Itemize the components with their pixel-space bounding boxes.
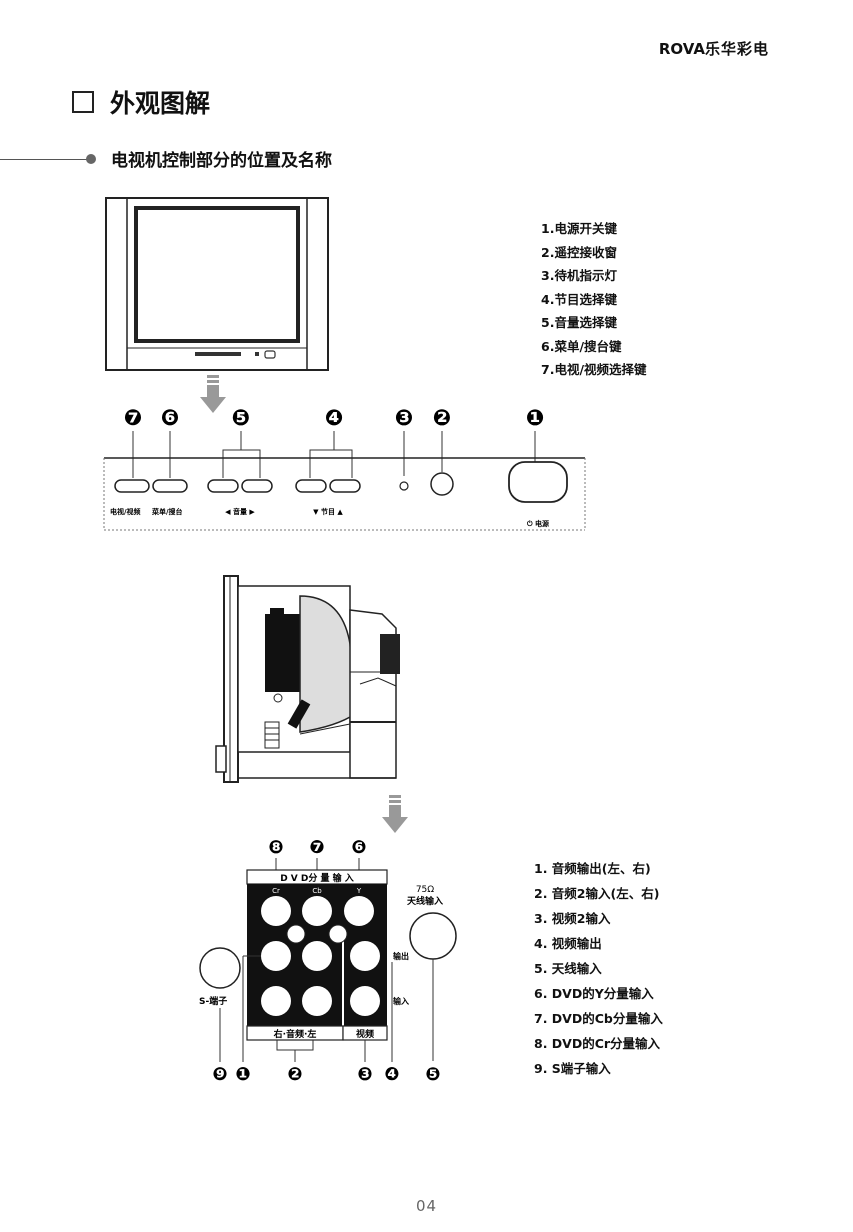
jack-cr: [261, 896, 291, 926]
antenna-label: 天线输入: [407, 895, 443, 907]
callout-4: ❹: [384, 1064, 399, 1085]
subtitle-rule: [0, 159, 90, 160]
legend-item: 7. DVD的Cb分量输入: [534, 1011, 663, 1026]
arrow-down-icon: [200, 375, 226, 413]
antenna-ohm: 75Ω: [416, 885, 434, 895]
legend-item: 4.节目选择键: [541, 291, 617, 307]
callout-6: ❻: [351, 837, 366, 858]
page-number: 04: [415, 1197, 438, 1215]
arrow-down-icon: [382, 795, 408, 833]
callout-1: ❶: [235, 1064, 250, 1085]
s-video-jack: [199, 947, 241, 989]
jack-video-in: [350, 986, 380, 1016]
callout-2: ❷: [287, 1064, 302, 1085]
legend-item: 9. S端子输入: [534, 1061, 611, 1076]
front-controls-legend: 1.电源开关键 2.遥控接收窗 3.待机指示灯 4.节目选择键 5.音量选择键 …: [541, 217, 647, 382]
callout-1: ❶: [526, 406, 545, 431]
jack-audio-out-left: [302, 941, 332, 971]
page-title: 外观图解: [72, 84, 210, 120]
brand-latin: ROVA: [658, 40, 705, 58]
callout-9: ❾: [212, 1064, 227, 1085]
rear-connectors-legend: 1. 音频输出(左、右) 2. 音频2输入(左、右) 3. 视频2输入 4. 视…: [534, 856, 663, 1081]
rear-connector-diagram: ❽ ❼ ❻ D V D分 量 输 入 Cr Cb Y 右·音频·左 视频 输出 …: [199, 837, 457, 1085]
legend-item: 5. 天线输入: [534, 961, 602, 976]
jack-audio-in-left: [302, 986, 332, 1016]
jack-audio-in-right: [261, 986, 291, 1016]
front-panel-diagram: ❼ ❻ ❺ ❹ ❸ ❷ ❶ 电视/视频 菜单/搜台 ◀ 音量 ▶ ▼ 节目 ▲ …: [103, 406, 586, 531]
legend-item: 5.音量选择键: [541, 315, 617, 330]
callout-7: ❼: [124, 406, 143, 431]
tv-front-illustration: [105, 197, 329, 371]
dvd-component-header: D V D分 量 输 入: [280, 872, 354, 884]
menu-label: 菜单/搜台: [151, 507, 183, 516]
callout-8: ❽: [268, 837, 283, 858]
s-video-label: S-端子: [199, 995, 227, 1007]
legend-item: 4. 视频输出: [534, 936, 602, 951]
tv-av-label: 电视/视频: [110, 507, 141, 516]
brand-logo: ROVA乐华彩电: [659, 38, 769, 59]
callout-7: ❼: [309, 837, 324, 858]
page-title-text: 外观图解: [110, 89, 211, 118]
legend-item: 1. 音频输出(左、右): [534, 861, 651, 876]
bullet-dot-icon: [86, 154, 96, 164]
callout-5: ❺: [232, 406, 251, 431]
brand-cjk: 乐华彩电: [704, 40, 769, 58]
legend-item: 8. DVD的Cr分量输入: [534, 1036, 661, 1051]
jack-audio-out-right: [261, 941, 291, 971]
callout-5: ❺: [425, 1064, 440, 1085]
legend-item: 6.菜单/搜台键: [541, 338, 622, 354]
antenna-jack: [409, 912, 457, 960]
output-label: 输出: [393, 951, 409, 961]
power-label: ⏻ 电源: [527, 519, 549, 528]
legend-item: 6. DVD的Y分量输入: [534, 986, 654, 1001]
legend-item: 3. 视频2输入: [534, 911, 611, 926]
callout-3: ❸: [357, 1064, 372, 1085]
jack-y: [344, 896, 374, 926]
legend-item: 2. 音频2输入(左、右): [534, 886, 660, 901]
callout-3: ❸: [395, 406, 414, 431]
jack-cb: [302, 896, 332, 926]
callout-6: ❻: [161, 406, 180, 431]
jack-cb-label: Cb: [312, 887, 322, 895]
legend-item: 7.电视/视频选择键: [541, 362, 647, 377]
legend-item: 3.待机指示灯: [541, 268, 617, 283]
callout-4: ❹: [325, 406, 344, 431]
section-subtitle: 电视机控制部分的位置及名称: [111, 151, 332, 171]
legend-item: 1.电源开关键: [541, 221, 617, 236]
video-label: 视频: [356, 1028, 374, 1040]
jack-cr-label: Cr: [272, 887, 280, 895]
audio-label: 右·音频·左: [273, 1028, 317, 1040]
input-label: 输入: [393, 996, 409, 1006]
jack-y-label: Y: [356, 887, 362, 895]
jack-video-out: [350, 941, 380, 971]
tv-side-illustration: [215, 575, 400, 783]
program-label: ▼ 节目 ▲: [313, 507, 343, 516]
callout-2: ❷: [433, 406, 452, 431]
volume-label: ◀ 音量 ▶: [225, 507, 255, 516]
legend-item: 2.遥控接收窗: [541, 244, 617, 260]
checkbox-square-icon: [72, 91, 94, 113]
